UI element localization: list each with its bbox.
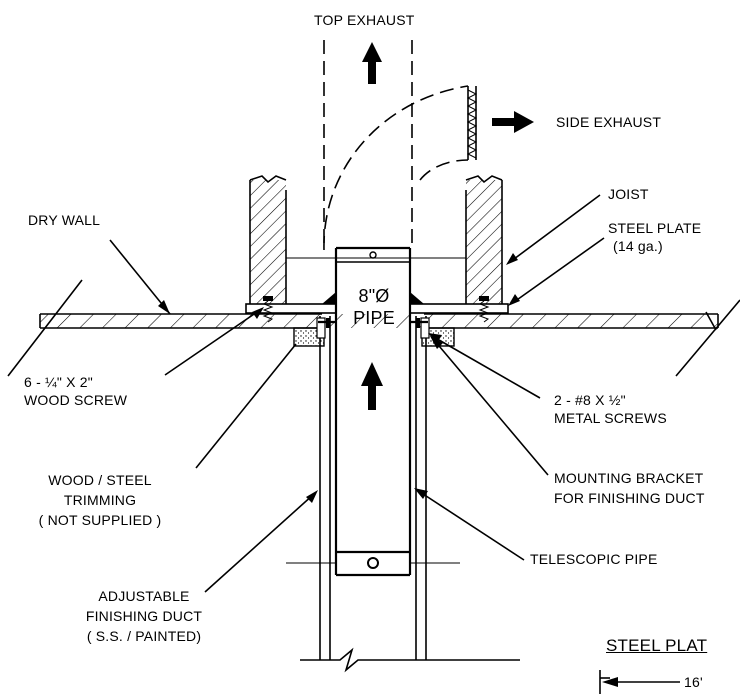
label-telescopic-pipe: TELESCOPIC PIPE xyxy=(530,551,658,567)
label-metal-screws: METAL SCREWS xyxy=(554,410,667,426)
top-exhaust-duct xyxy=(323,40,413,250)
joist-left xyxy=(249,175,287,304)
label-dimension: 16' xyxy=(684,674,703,690)
label-steel-plate: STEEL PLATE xyxy=(608,220,702,236)
dry-wall xyxy=(39,311,719,331)
label-side-exhaust: SIDE EXHAUST xyxy=(556,114,662,130)
flow-up-arrow xyxy=(361,362,383,410)
label-trimming-2: TRIMMING xyxy=(63,492,137,508)
label-top-exhaust: TOP EXHAUST xyxy=(314,12,415,28)
label-metal-screws-size: 2 - #8 X ½" xyxy=(554,392,626,408)
steel-plate-callout xyxy=(599,670,680,694)
top-exhaust-arrow xyxy=(362,42,382,84)
label-steel-plate-title: STEEL PLAT xyxy=(606,636,708,655)
leader-lines xyxy=(109,194,605,593)
metal-screw xyxy=(326,318,420,328)
label-pipe: PIPE xyxy=(353,308,395,328)
side-exhaust-elbow xyxy=(323,85,478,251)
label-duct-1: ADJUSTABLE xyxy=(98,588,190,604)
pipe-8in xyxy=(334,246,412,575)
label-trimming-1: WOOD / STEEL xyxy=(48,472,152,488)
label-dry-wall: DRY WALL xyxy=(28,212,101,228)
label-joist: JOIST xyxy=(608,186,649,202)
break-lines xyxy=(7,279,740,377)
finishing-duct xyxy=(300,316,520,673)
label-steel-plate-gauge: (14 ga.) xyxy=(613,238,663,254)
side-exhaust-arrow xyxy=(492,111,534,133)
wood-screw xyxy=(262,296,490,323)
label-duct-2: FINISHING DUCT xyxy=(85,608,203,624)
label-duct-3: ( S.S. / PAINTED) xyxy=(86,628,202,644)
telescopic-collar xyxy=(286,550,460,577)
label-pipe-size: 8"Ø xyxy=(358,286,390,306)
joist-right xyxy=(465,175,503,304)
label-wood-screw-size: 6 - ¼" X 2" xyxy=(24,374,93,390)
label-mounting-bracket-2: FOR FINISHING DUCT xyxy=(554,490,705,506)
mounting-bracket xyxy=(316,317,430,339)
label-trimming-3: ( NOT SUPPLIED ) xyxy=(38,512,162,528)
label-mounting-bracket: MOUNTING BRACKET xyxy=(554,470,704,486)
label-wood-screw: WOOD SCREW xyxy=(24,392,128,408)
